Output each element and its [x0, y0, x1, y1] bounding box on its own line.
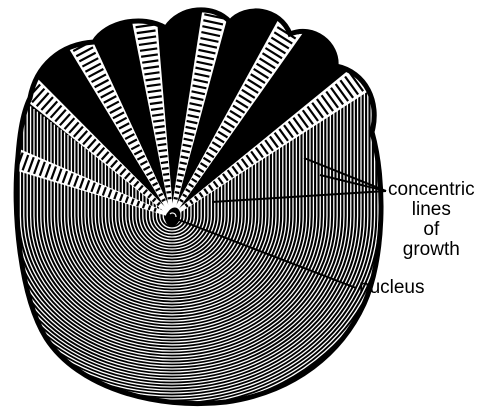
groove-ring-fragment: [0, 55, 10, 72]
groove-ring-fragment: [64, 26, 83, 36]
groove-ring-fragment: [52, 4, 73, 15]
groove-ring-fragment: [0, 59, 14, 76]
growth-label-line-4: growth: [388, 240, 475, 260]
groove-ring-fragment: [5, 148, 11, 165]
groove-ring-fragment: [0, 47, 2, 65]
groove-ring-fragment: [168, 198, 172, 199]
groove-ring-fragment: [9, 68, 23, 84]
groove-ring-fragment: [18, 76, 31, 91]
groove-ring-fragment: [206, 2, 227, 7]
scale-body: [0, 0, 392, 409]
groove-ring-fragment: [178, 174, 184, 175]
groove-ring-fragment: [133, 13, 153, 16]
groove-ring-fragment: [0, 146, 6, 163]
groove-ring-fragment: [163, 174, 169, 175]
groove-ring-fragment: [58, 15, 78, 25]
groove-ring-fragment: [154, 208, 155, 212]
growth-label-line-1: concentric: [388, 180, 475, 200]
groove-ring-fragment: [160, 156, 168, 157]
groove-ring-fragment: [153, 120, 164, 122]
groove-ring-fragment: [67, 31, 85, 41]
groove-ring-fragment: [162, 168, 169, 169]
groove-ring-fragment: [132, 7, 153, 10]
groove-ring-fragment: [155, 132, 165, 133]
groove-ring-fragment: [177, 180, 182, 181]
groove-ring-fragment: [0, 51, 6, 68]
groove-ring-fragment: [176, 186, 181, 187]
groove-ring-fragment: [286, 11, 306, 23]
concentric-lines-of-growth-label: concentric lines of growth: [388, 180, 475, 260]
groove-ring-fragment: [131, 1, 152, 4]
groove-ring-fragment: [161, 162, 168, 163]
groove-ring-fragment: [55, 9, 75, 20]
groove-ring-fragment: [14, 72, 28, 87]
groove-ring-fragment: [175, 192, 179, 193]
groove-ring-fragment: [180, 162, 187, 164]
groove-ring-fragment: [159, 150, 167, 151]
groove-ring-fragment: [158, 144, 167, 145]
groove-ring-fragment: [207, 0, 229, 1]
groove-ring-fragment: [164, 180, 170, 181]
growth-label-line-2: lines: [388, 200, 475, 220]
growth-label-line-3: of: [388, 220, 475, 240]
groove-ring-fragment: [174, 198, 178, 199]
groove-ring-fragment: [165, 186, 170, 187]
groove-ring-fragment: [61, 20, 80, 30]
groove-ring-fragment: [4, 63, 19, 79]
nucleus-label: nucleus: [359, 278, 425, 298]
groove-ring-fragment: [157, 138, 166, 139]
groove-ring-fragment: [49, 0, 70, 10]
groove-ring-fragment: [166, 192, 170, 193]
groove-ring-fragment: [149, 206, 151, 210]
groove-ring-fragment: [154, 126, 164, 127]
groove-ring-fragment: [289, 6, 309, 19]
groove-ring-fragment: [179, 168, 186, 169]
